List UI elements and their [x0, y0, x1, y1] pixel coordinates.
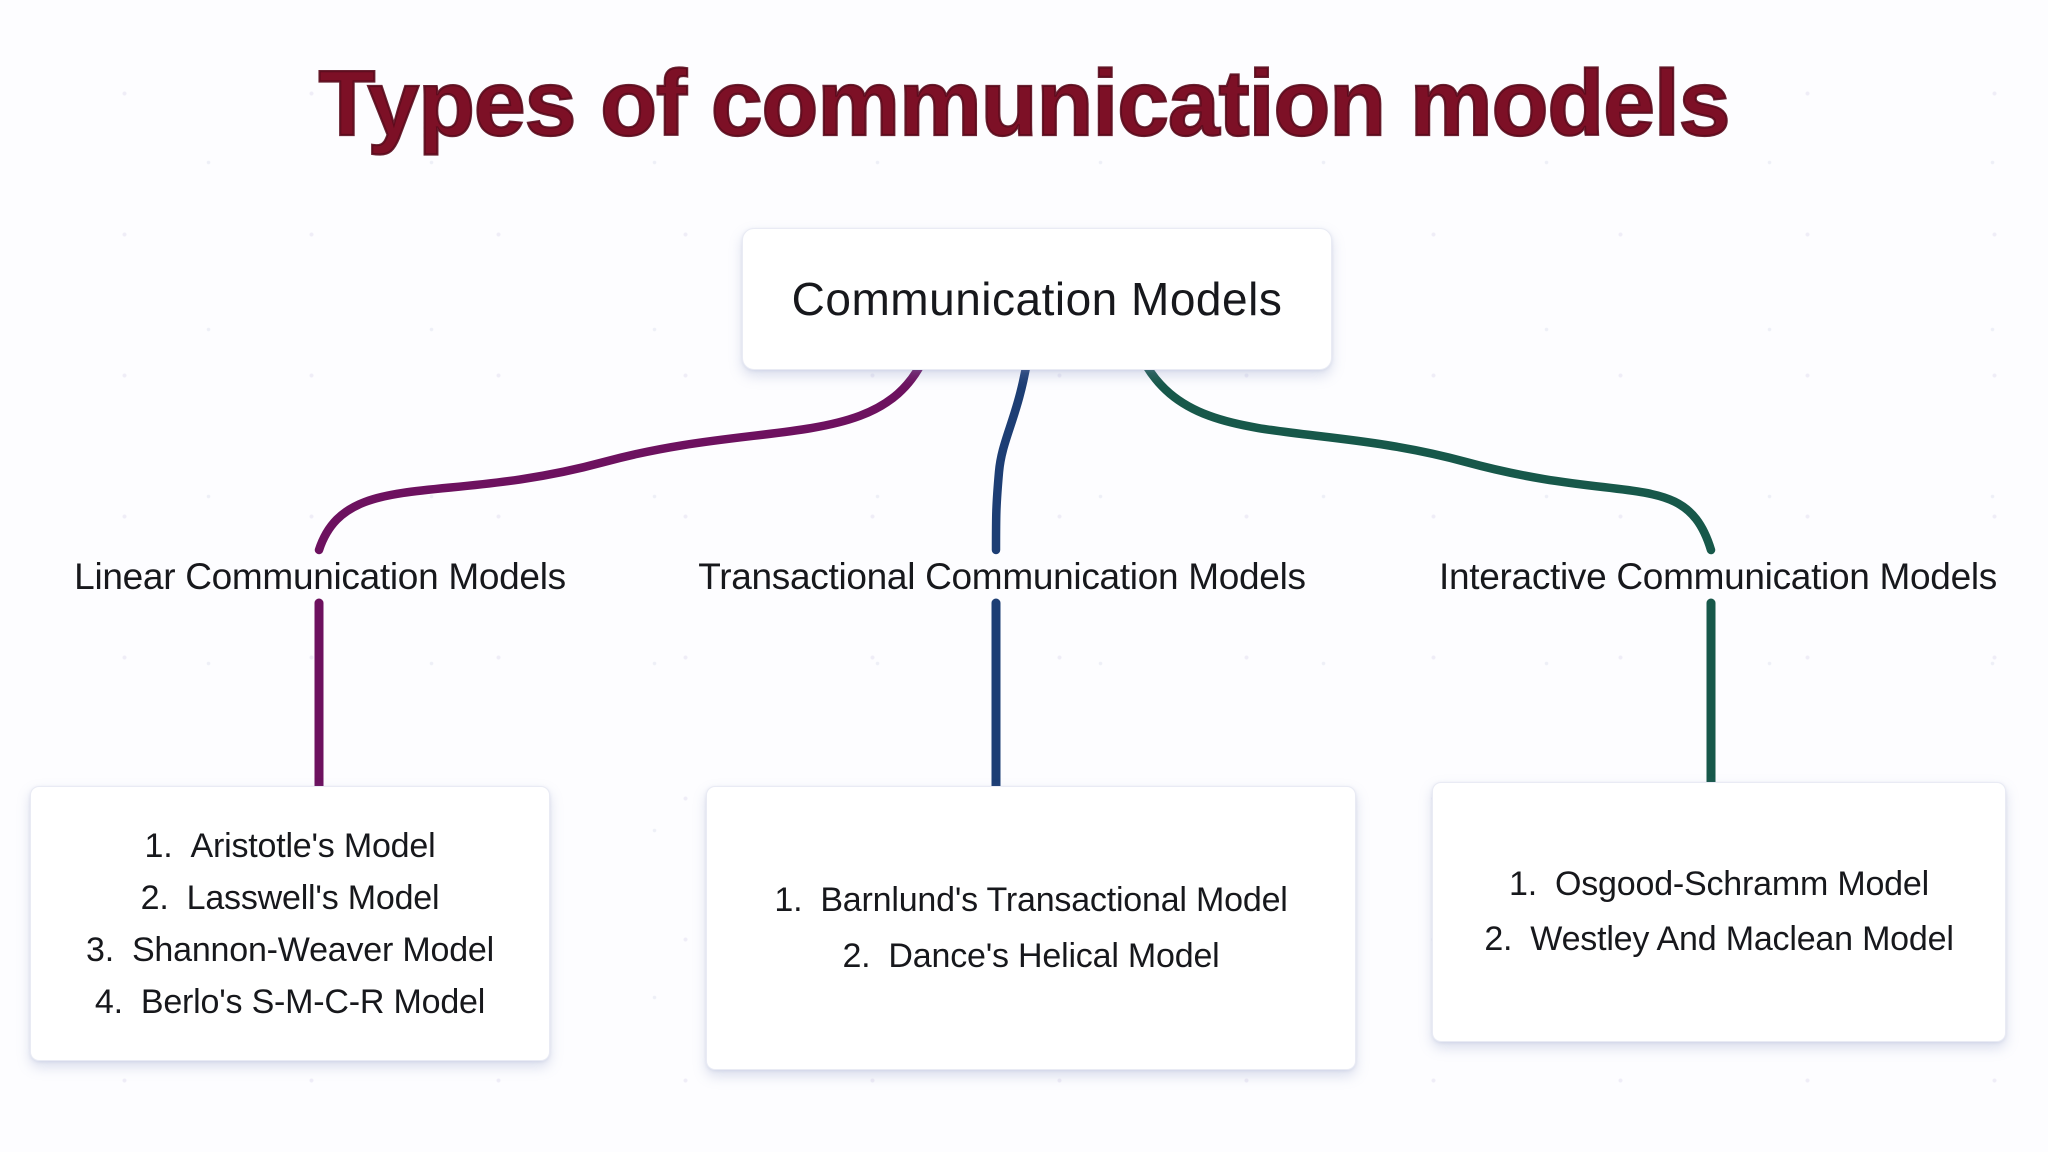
- list-item: 3. Shannon-Weaver Model: [86, 924, 494, 976]
- branch-curve-interactive: [1136, 351, 1716, 555]
- branch-label-linear: Linear Communication Models: [74, 556, 566, 597]
- item-number: 3.: [85, 930, 114, 969]
- branch-box-linear: 1. Aristotle's Model 2. Lasswell's Model 3. S…: [30, 786, 550, 1061]
- list-item: 1. Osgood-Schramm Model: [1509, 857, 1929, 912]
- item-number: 2.: [1484, 920, 1513, 958]
- page-title: Types of communication models: [317, 50, 1731, 156]
- branch-label-transactional: Transactional Communication Models: [698, 556, 1306, 597]
- branch-curve-transactional: [991, 351, 1033, 555]
- branch-box-interactive: 1. Osgood-Schramm Model 2. Westley And Macl…: [1432, 782, 2006, 1042]
- branch-curve-linear: [314, 351, 930, 555]
- root-node-label: Communication Models: [791, 273, 1283, 325]
- list-item: 2. Westley And Maclean Model: [1484, 912, 1954, 967]
- branch-box-transactional: 1. Barnlund's Transactional Model 2. Dance'…: [706, 786, 1356, 1070]
- item-number: 4.: [94, 982, 123, 1021]
- item-text: Aristotle's Model: [190, 826, 436, 865]
- item-text: Barnlund's Transactional Model: [820, 881, 1288, 919]
- item-number: 2.: [140, 878, 169, 917]
- root-node: Communication Models: [742, 228, 1332, 370]
- item-number: 1.: [774, 881, 803, 919]
- list-item: 2. Dance's Helical Model: [842, 928, 1219, 984]
- list-item: 4. Berlo's S-M-C-R Model: [95, 976, 485, 1028]
- item-number: 1.: [1509, 865, 1538, 903]
- branch-label-interactive: Interactive Communication Models: [1439, 556, 1997, 597]
- item-number: 1.: [144, 826, 173, 865]
- list-item: 2. Lasswell's Model: [141, 872, 440, 924]
- item-text: Dance's Helical Model: [888, 937, 1220, 975]
- item-number: 2.: [842, 937, 871, 975]
- item-text: Westley And Maclean Model: [1530, 920, 1954, 958]
- list-item: 1. Aristotle's Model: [145, 820, 436, 872]
- item-text: Berlo's S-M-C-R Model: [140, 982, 486, 1021]
- item-text: Osgood-Schramm Model: [1555, 865, 1929, 903]
- list-item: 1. Barnlund's Transactional Model: [774, 872, 1287, 928]
- item-text: Lasswell's Model: [186, 878, 440, 917]
- item-text: Shannon-Weaver Model: [131, 930, 494, 969]
